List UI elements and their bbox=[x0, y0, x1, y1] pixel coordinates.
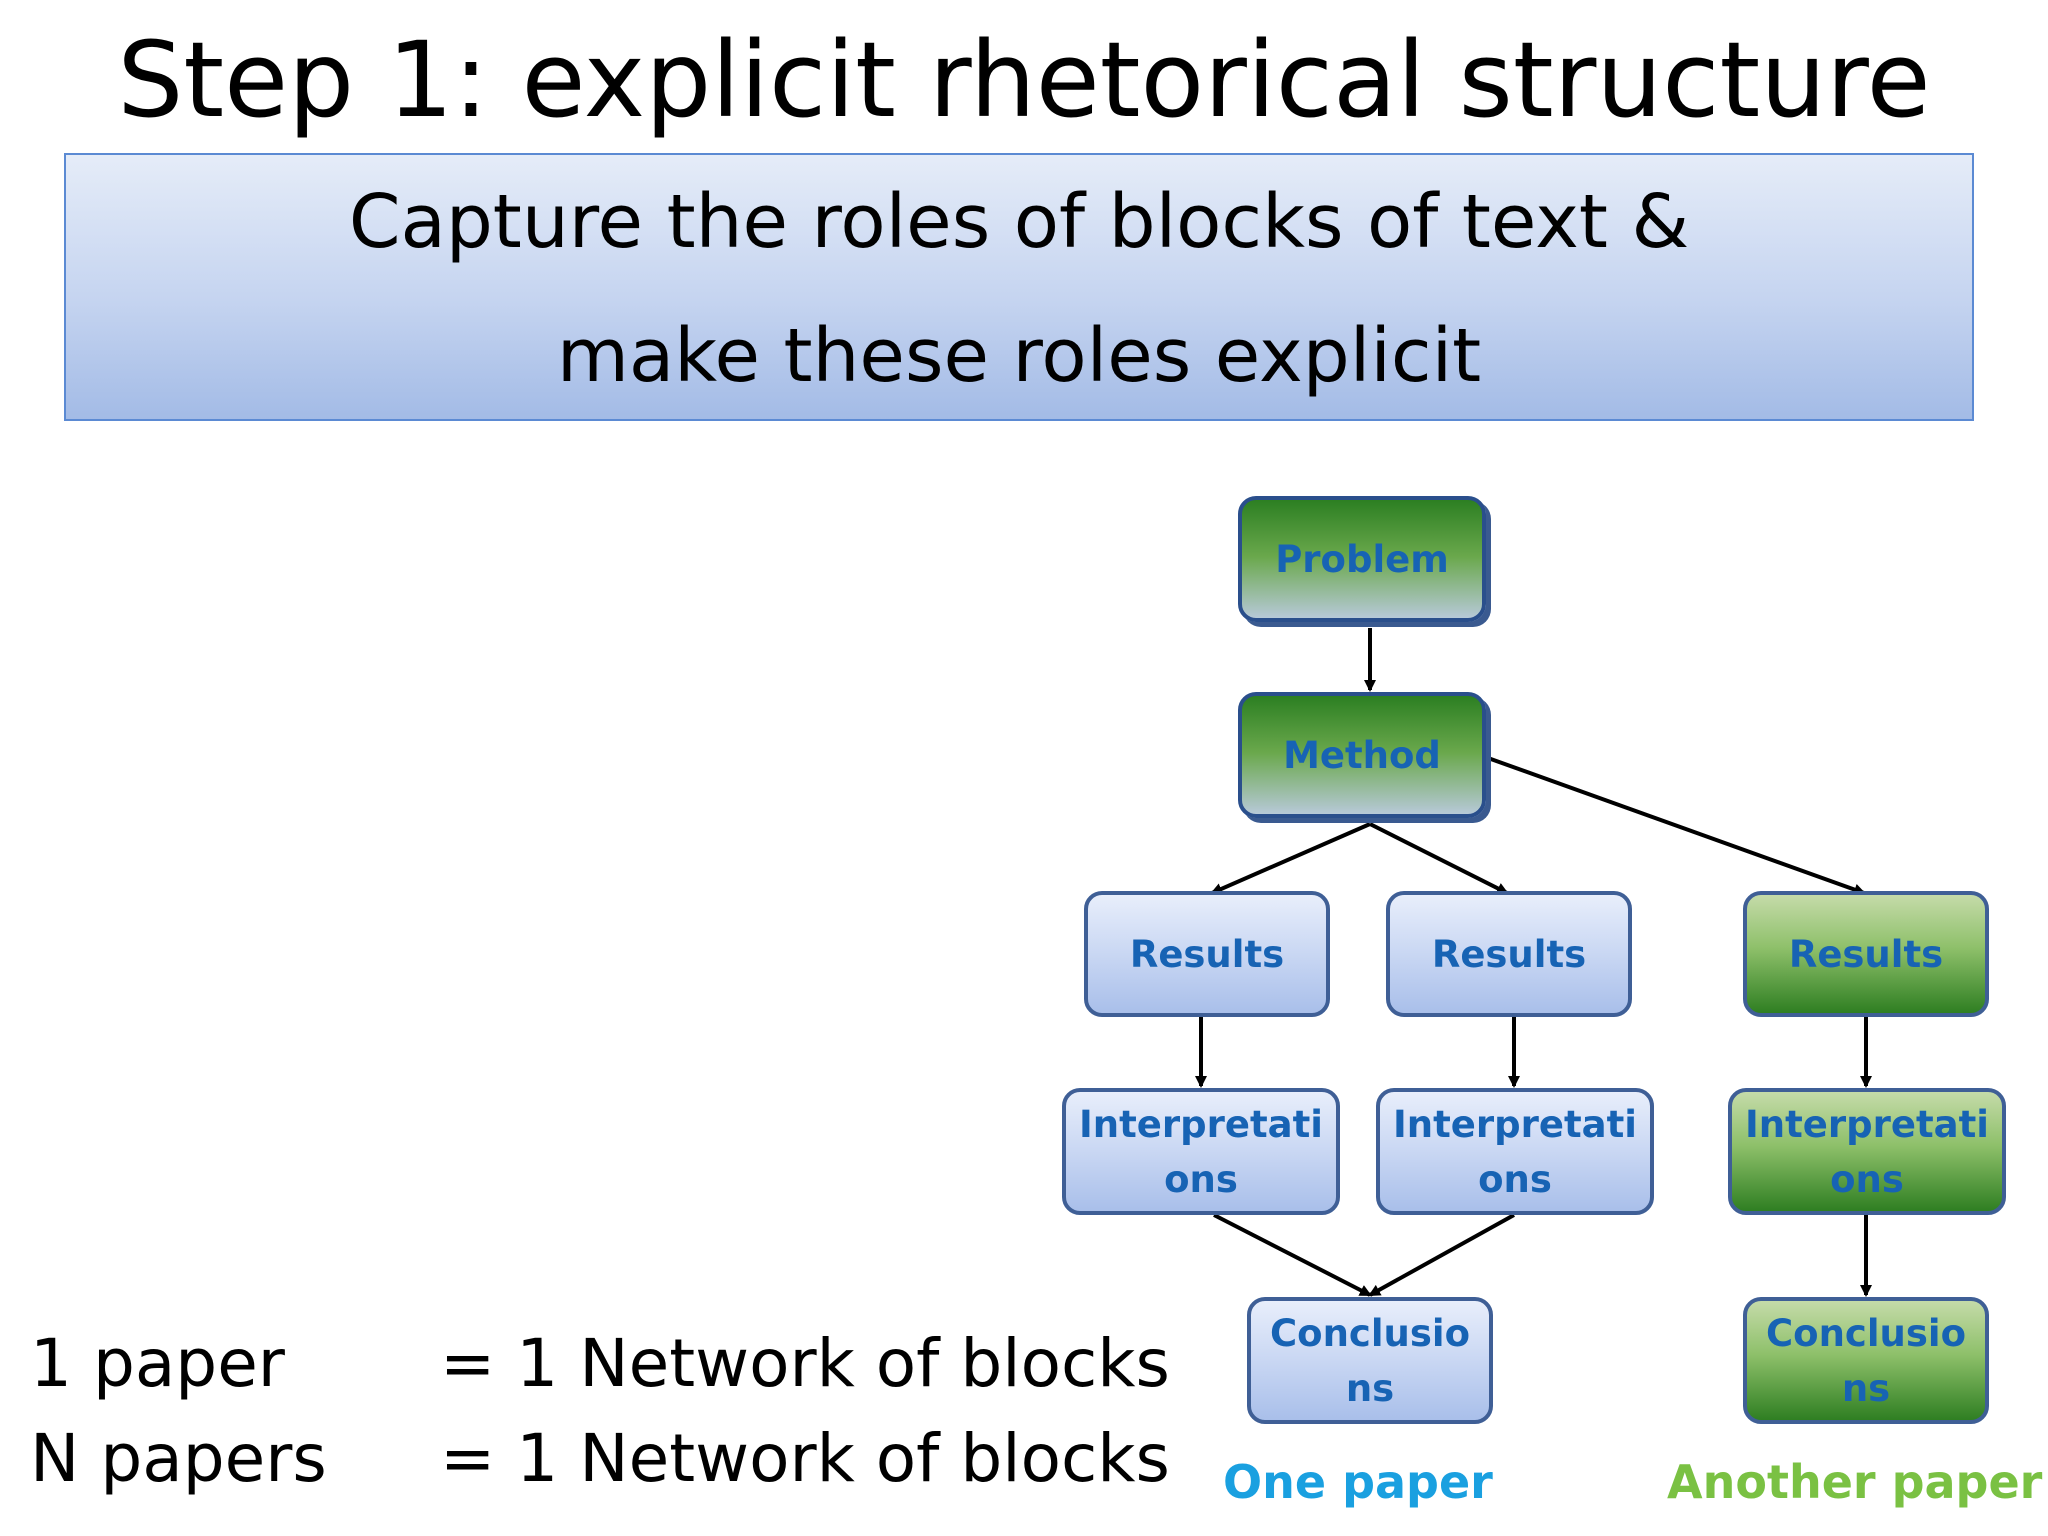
node-conclusions-1: Conclusio ns bbox=[1247, 1297, 1493, 1424]
node-conclusions-1-line-1: Conclusio bbox=[1270, 1311, 1470, 1355]
subtitle-line-2: make these roles explicit bbox=[556, 313, 1482, 399]
subtitle-line-1: Capture the roles of blocks of text & bbox=[348, 179, 1690, 265]
node-method: Method bbox=[1238, 692, 1486, 818]
node-interpretations-3-line-1: Interpretati bbox=[1745, 1102, 1989, 1146]
node-interpretations-3-line-2: ons bbox=[1830, 1157, 1904, 1201]
node-results-1-label: Results bbox=[1129, 932, 1285, 976]
caption-another-paper: Another paper bbox=[1667, 1455, 2043, 1509]
statement-2-left: N papers bbox=[30, 1420, 327, 1497]
node-method-label: Method bbox=[1283, 733, 1441, 777]
arrow-method-results-3 bbox=[1487, 756, 1866, 896]
arrow-method-results-2 bbox=[1369, 822, 1509, 895]
node-interpretations-2: Interpretati ons bbox=[1376, 1088, 1654, 1215]
arrow-interp-2-concl bbox=[1368, 1213, 1515, 1297]
node-interpretations-1-line-1: Interpretati bbox=[1079, 1102, 1323, 1146]
statement-2-right: = 1 Network of blocks bbox=[440, 1420, 1170, 1497]
caption-one-paper: One paper bbox=[1223, 1455, 1493, 1509]
node-conclusions-2-line-1: Conclusio bbox=[1766, 1311, 1966, 1355]
node-problem-label: Problem bbox=[1275, 537, 1449, 581]
node-problem: Problem bbox=[1238, 496, 1486, 622]
node-conclusions-2-line-2: ns bbox=[1841, 1366, 1891, 1410]
node-interpretations-3: Interpretati ons bbox=[1728, 1088, 2006, 1215]
slide-title: Step 1: explicit rhetorical structure bbox=[117, 19, 1931, 141]
statement-1-right: = 1 Network of blocks bbox=[440, 1325, 1170, 1402]
node-conclusions-1-line-2: ns bbox=[1345, 1366, 1395, 1410]
node-results-1: Results bbox=[1084, 891, 1330, 1017]
node-interpretations-2-line-1: Interpretati bbox=[1393, 1102, 1637, 1146]
node-results-2-label: Results bbox=[1431, 932, 1587, 976]
node-interpretations-1: Interpretati ons bbox=[1062, 1088, 1340, 1215]
statement-1-left: 1 paper bbox=[30, 1325, 285, 1402]
node-results-2: Results bbox=[1386, 891, 1632, 1017]
node-results-3: Results bbox=[1743, 891, 1989, 1017]
subtitle-box: Capture the roles of blocks of text & ma… bbox=[64, 153, 1974, 421]
node-results-3-label: Results bbox=[1788, 932, 1944, 976]
arrow-interp-1-concl bbox=[1213, 1213, 1372, 1297]
node-conclusions-2: Conclusio ns bbox=[1743, 1297, 1989, 1424]
node-interpretations-1-line-2: ons bbox=[1164, 1157, 1238, 1201]
arrow-method-results-1 bbox=[1210, 822, 1371, 895]
node-interpretations-2-line-2: ons bbox=[1478, 1157, 1552, 1201]
